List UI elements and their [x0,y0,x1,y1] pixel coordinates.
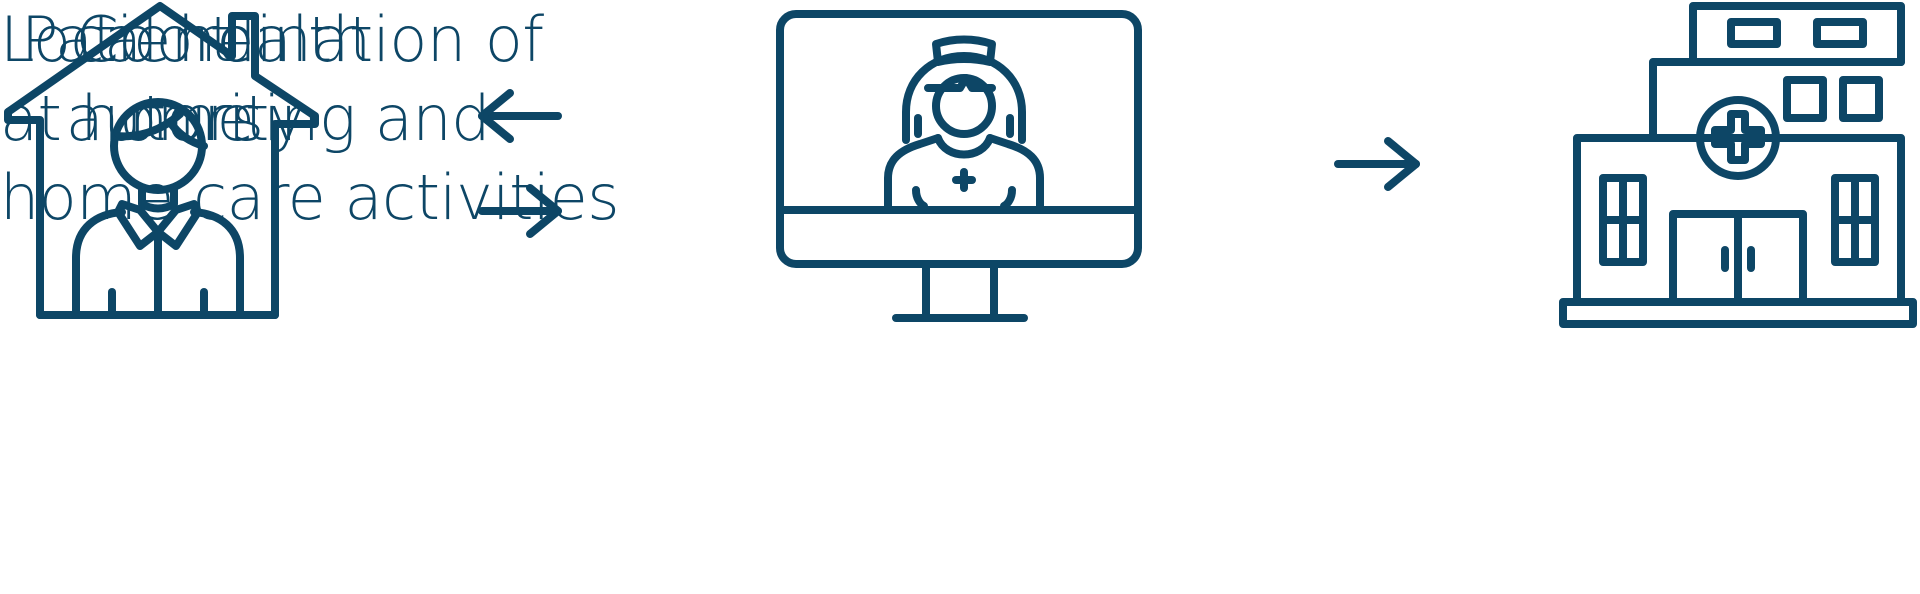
label-line: Local health [0,3,371,76]
monitor-nurse-icon [776,10,1142,322]
label-line: at home [0,82,255,155]
label-line: autority [65,82,306,155]
patient-label: Patient at home [0,0,255,158]
label-line: nursing and [129,82,491,155]
bidirectional-arrow-icon [478,89,562,238]
hospital-icon [1559,2,1917,328]
label-line: home care activities [0,161,620,234]
label-line: Coordination of [75,3,544,76]
health-authority-label: Local health autority [0,0,371,158]
label-line: Patient [20,3,234,76]
coordination-label: Coordination of nursing and home care ac… [0,0,620,237]
forward-arrow-icon [1334,137,1420,191]
house-patient-icon [4,2,319,319]
